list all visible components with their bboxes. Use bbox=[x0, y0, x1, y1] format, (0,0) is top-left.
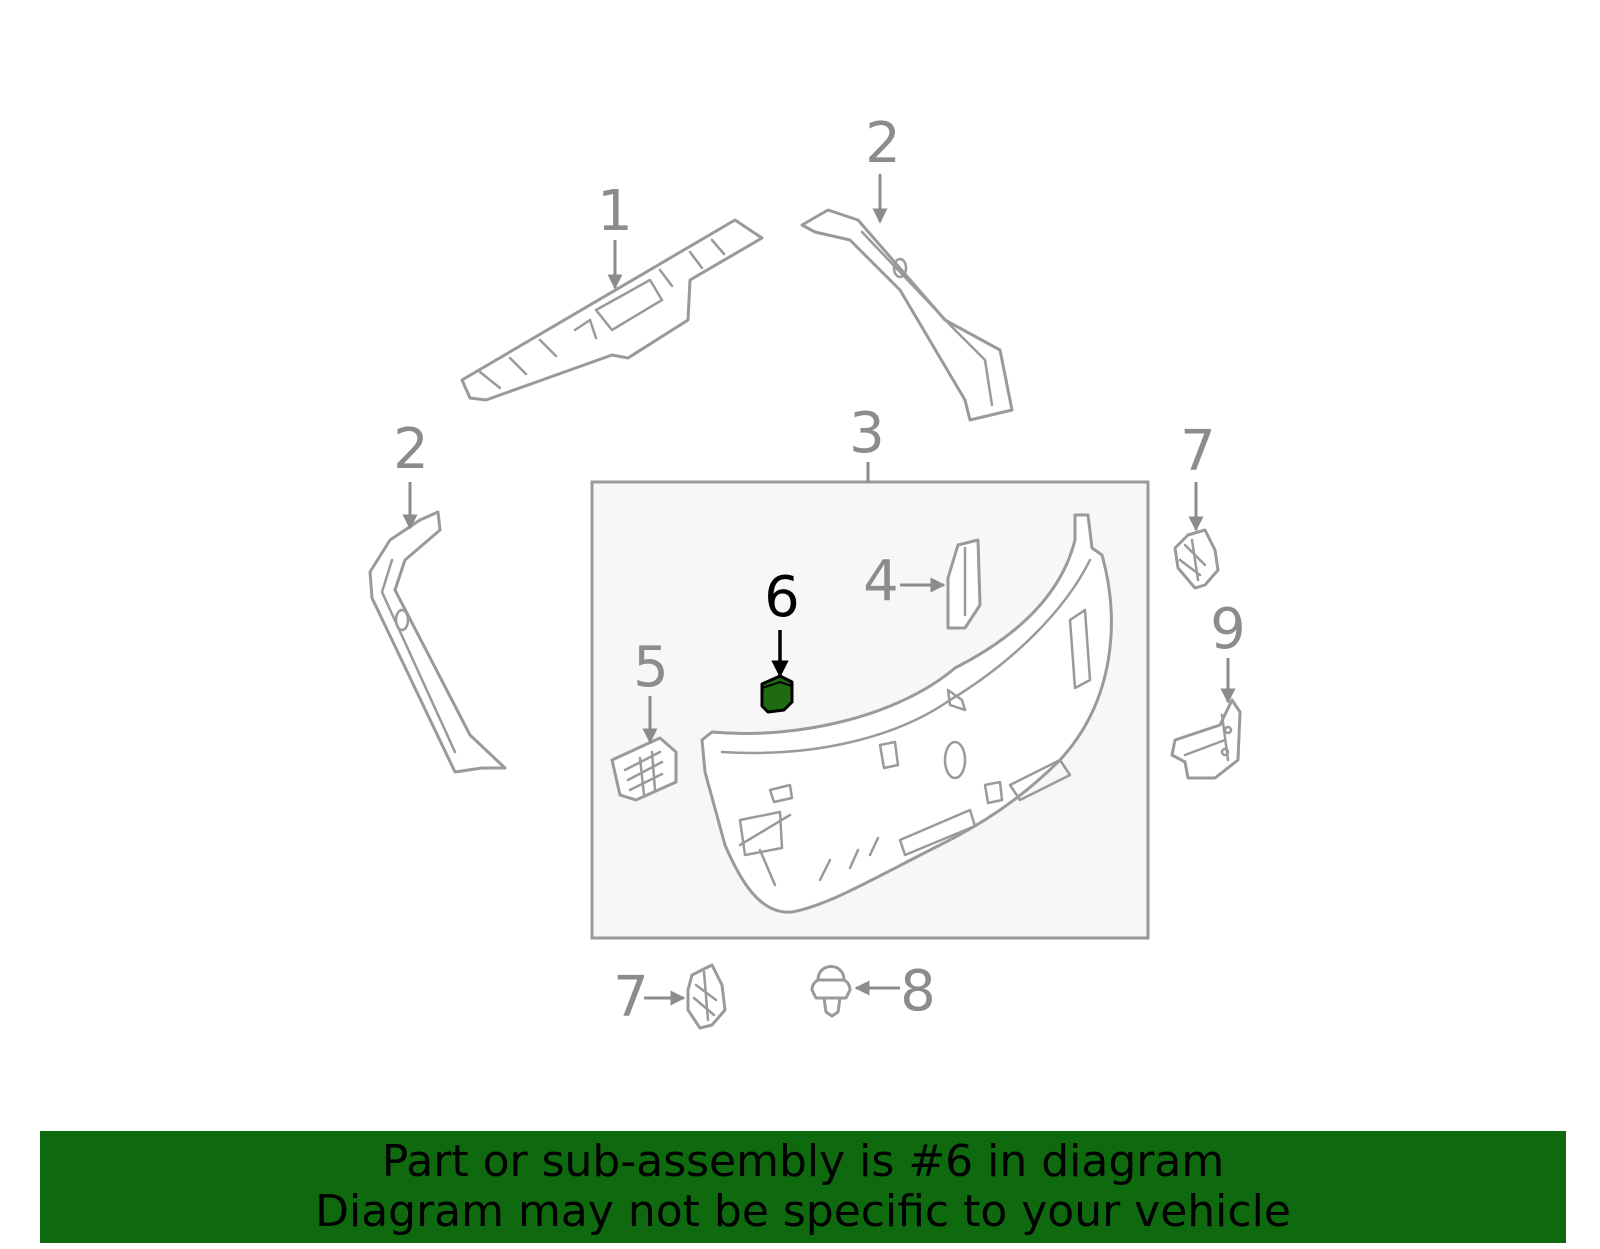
part-3-tailgate-panel bbox=[700, 513, 1113, 914]
part-5-grille-cover bbox=[610, 736, 678, 802]
part-8-push-fastener bbox=[810, 965, 852, 1018]
callout-3: 3 bbox=[849, 401, 885, 466]
part-2-right-pillar-trim bbox=[800, 208, 1014, 422]
part-7-clip-bottom bbox=[686, 963, 727, 1030]
part-1-upper-trim bbox=[460, 218, 764, 402]
banner-line-1: Part or sub-assembly is #6 in diagram bbox=[381, 1136, 1225, 1187]
part-9-bracket bbox=[1170, 698, 1242, 780]
part-6-highlighted-cap bbox=[760, 674, 794, 714]
callout-9: 9 bbox=[1210, 597, 1246, 662]
info-banner: Part or sub-assembly is #6 in diagram Di… bbox=[40, 1131, 1566, 1243]
callout-6-highlighted: 6 bbox=[764, 565, 800, 630]
callout-4: 4 bbox=[863, 549, 899, 614]
parts-diagram: 1 2 2 3 4 5 6 7 7 8 9 bbox=[368, 111, 1246, 1030]
callout-2-top: 2 bbox=[865, 111, 901, 176]
part-4-pad bbox=[946, 538, 982, 630]
part-7-clip-right bbox=[1173, 528, 1220, 590]
callout-1: 1 bbox=[597, 179, 633, 244]
banner-line-2: Diagram may not be specific to your vehi… bbox=[315, 1186, 1291, 1237]
callout-2-left: 2 bbox=[393, 417, 429, 482]
callout-7-bottom: 7 bbox=[613, 965, 649, 1030]
callout-5: 5 bbox=[633, 635, 669, 700]
callout-7-right: 7 bbox=[1180, 419, 1216, 484]
part-2-left-pillar-trim bbox=[368, 510, 507, 774]
callout-8: 8 bbox=[900, 959, 936, 1024]
